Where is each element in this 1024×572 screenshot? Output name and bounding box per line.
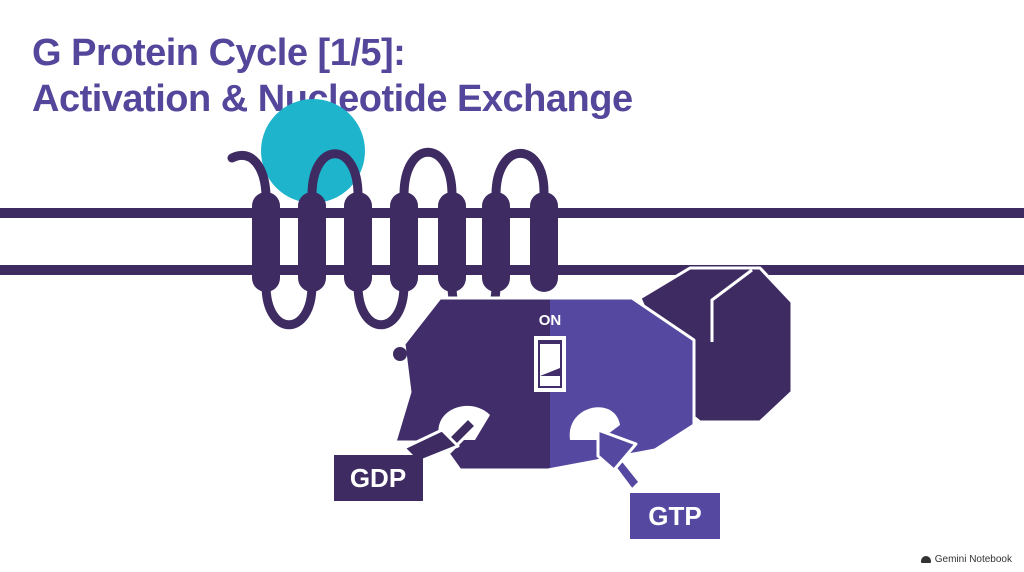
- toggle-switch-icon: [534, 336, 566, 392]
- helix-5: [438, 192, 466, 292]
- gtp-pocket: [569, 407, 620, 440]
- watermark-text: Gemini Notebook: [934, 554, 1012, 565]
- page-title: G Protein Cycle [1/5]: Activation & Nucl…: [32, 30, 633, 122]
- membrane-outer-line: [0, 208, 1024, 218]
- gdp-label-box: GDP: [334, 455, 423, 501]
- g-alpha-outline: [393, 296, 696, 472]
- notebook-logo-icon: [920, 556, 931, 563]
- helix-6: [482, 192, 510, 292]
- receptor-n-terminus: [227, 151, 271, 200]
- title-line-1: G Protein Cycle [1/5]:: [32, 32, 406, 74]
- membrane-inner-line: [0, 265, 1024, 275]
- helix-4: [390, 192, 418, 292]
- helix-3: [344, 192, 372, 292]
- ligand: [261, 99, 365, 203]
- g-alpha-anchor: [393, 347, 407, 361]
- helix-7: [530, 192, 558, 292]
- cell-membrane: [0, 208, 1024, 275]
- gtp-label-box: GTP: [630, 493, 720, 539]
- gtp-label: GTP: [648, 501, 701, 531]
- watermark: Gemini Notebook: [920, 554, 1012, 565]
- switch-label: ON: [539, 312, 562, 329]
- receptor-extracellular-loops: [307, 148, 549, 200]
- helix-1: [252, 192, 280, 292]
- gtp-entry-arrow: [596, 428, 642, 492]
- beta-gamma-divider: [710, 268, 753, 342]
- gdp-label: GDP: [350, 463, 406, 493]
- helix-2: [298, 192, 326, 292]
- receptor-helices: [252, 192, 558, 292]
